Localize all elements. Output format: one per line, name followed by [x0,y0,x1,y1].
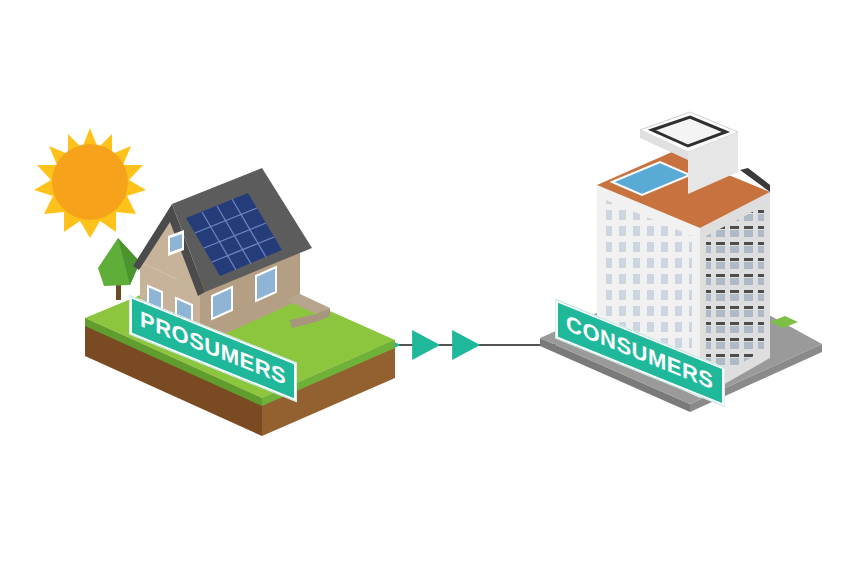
sun [34,128,146,238]
tree [98,238,140,300]
